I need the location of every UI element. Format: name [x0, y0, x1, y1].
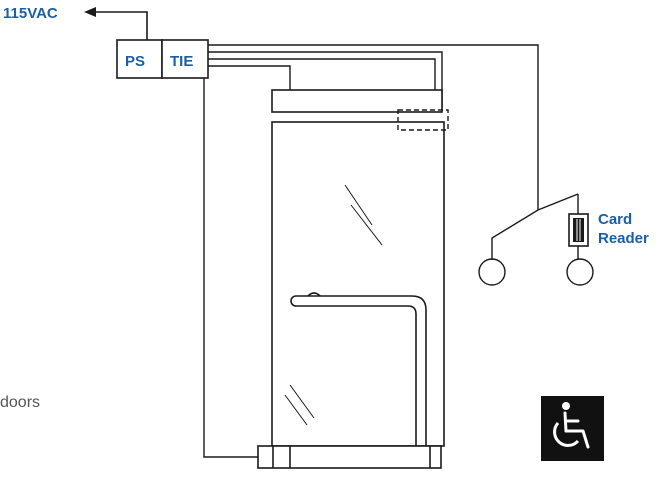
electric-strike	[397, 109, 449, 131]
wire-card-reader	[208, 44, 539, 210]
tie-label: TIE	[170, 53, 193, 70]
ps-box: PS	[116, 39, 163, 79]
wiring	[203, 44, 539, 458]
card-reader-icon	[568, 213, 589, 247]
door-threshold	[257, 445, 442, 469]
card-reader-label-line1: Card	[598, 211, 632, 228]
push-button-left-icon	[478, 258, 506, 286]
wire-bottom	[203, 78, 258, 458]
glass-reflection-top	[344, 184, 383, 246]
door-frame	[271, 121, 445, 447]
ps-label: PS	[125, 53, 145, 70]
supply-voltage-label: 115VAC	[3, 5, 58, 22]
wire-header	[208, 65, 291, 90]
side-text: doors	[0, 394, 40, 411]
supply-arrow-icon	[84, 7, 148, 40]
wheelchair-icon	[541, 396, 604, 461]
glass-reflection-bottom	[284, 384, 315, 426]
push-button-right-icon	[566, 258, 594, 286]
tie-box: TIE	[161, 39, 209, 79]
card-reader-label-line2: Reader	[598, 230, 649, 247]
door-header-bar	[271, 89, 443, 113]
door-handle-icon	[290, 292, 427, 446]
